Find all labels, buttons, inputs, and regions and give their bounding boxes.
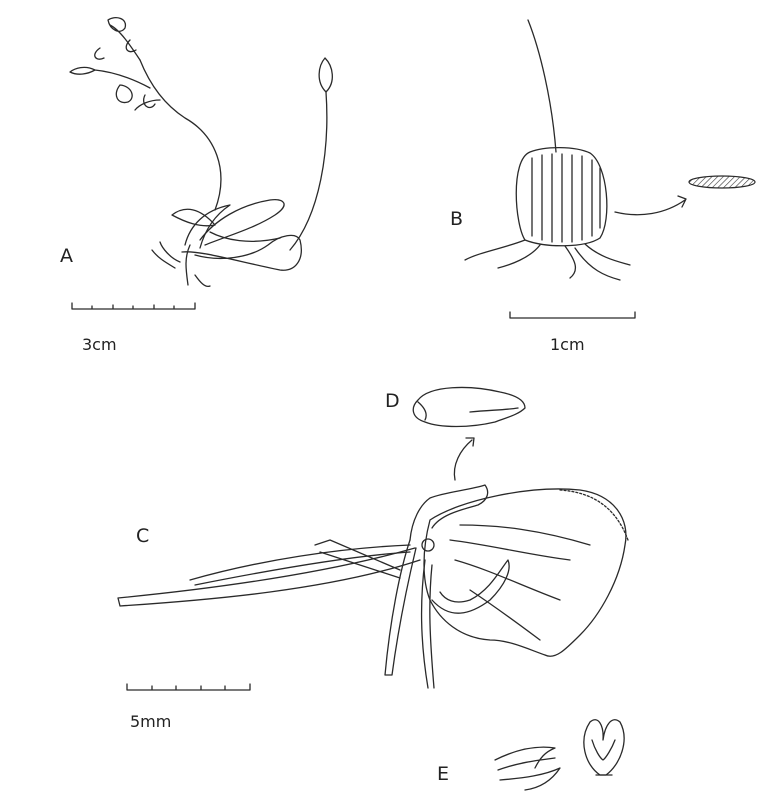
panel-a-label: A (60, 245, 73, 267)
scale-label-1cm: 1cm (550, 335, 585, 354)
scale-label-5mm: 5mm (130, 712, 171, 731)
scale-bar-5mm (126, 683, 251, 691)
panel-b-pseudobulb (464, 19, 756, 281)
scale-label-3cm: 3cm (82, 335, 117, 354)
scale-bar-3cm (71, 302, 196, 310)
panel-e-details (494, 719, 625, 791)
panel-b-label: B (450, 208, 463, 230)
panel-d-label: D (385, 390, 400, 412)
panel-c-flower (117, 484, 629, 689)
panel-a-plant (69, 17, 333, 288)
panel-d-column (412, 386, 526, 481)
panel-e-label: E (437, 763, 449, 785)
panel-c-label: C (136, 525, 149, 547)
scale-bar-1cm (509, 311, 636, 319)
